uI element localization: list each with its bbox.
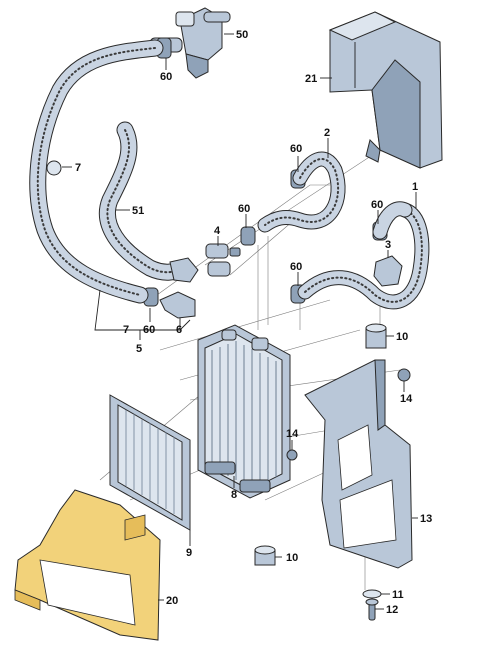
callout-1: 1 [412,181,418,193]
callout-60-b: 60 [238,203,250,215]
callout-5: 5 [136,343,142,355]
callout-50: 50 [236,29,248,41]
callout-60-bottom: 60 [143,324,155,336]
connectors [46,160,403,319]
callout-60-a: 60 [290,143,302,155]
coolant-hoses [29,39,430,310]
callout-51: 51 [132,205,144,217]
mounting-frame-part-13 [304,359,413,569]
callout-2: 2 [324,127,330,139]
callout-7-right: 7 [75,162,81,174]
callout-3: 3 [385,239,391,251]
callout-4: 4 [214,225,221,237]
callout-7-bottom: 7 [123,324,129,336]
callout-12: 12 [386,604,398,616]
callout-14-right: 14 [400,393,413,405]
callout-13: 13 [420,513,432,525]
callout-9: 9 [186,547,192,559]
valve-part-50 [149,7,231,79]
air-duct-part-21 [328,11,443,169]
callout-10-top: 10 [396,331,408,343]
callout-6: 6 [176,324,182,336]
small-hardware [254,323,411,621]
leader-lines [62,33,418,610]
callout-21: 21 [305,73,317,85]
callout-60-top: 60 [160,71,172,83]
callout-11: 11 [392,589,404,601]
callout-60-d: 60 [290,261,302,273]
callout-labels: 50 60 21 7 2 60 1 51 60 4 60 3 60 7 60 6… [75,29,432,616]
callout-60-c: 60 [371,199,383,211]
callout-20: 20 [166,595,178,607]
callout-14-mid: 14 [286,428,299,440]
panel-part-9 [109,394,191,531]
callout-8: 8 [231,489,237,501]
radiator-part-8 [197,324,291,499]
air-guide-part-20 [14,489,161,641]
callout-10-bottom: 10 [286,552,298,564]
